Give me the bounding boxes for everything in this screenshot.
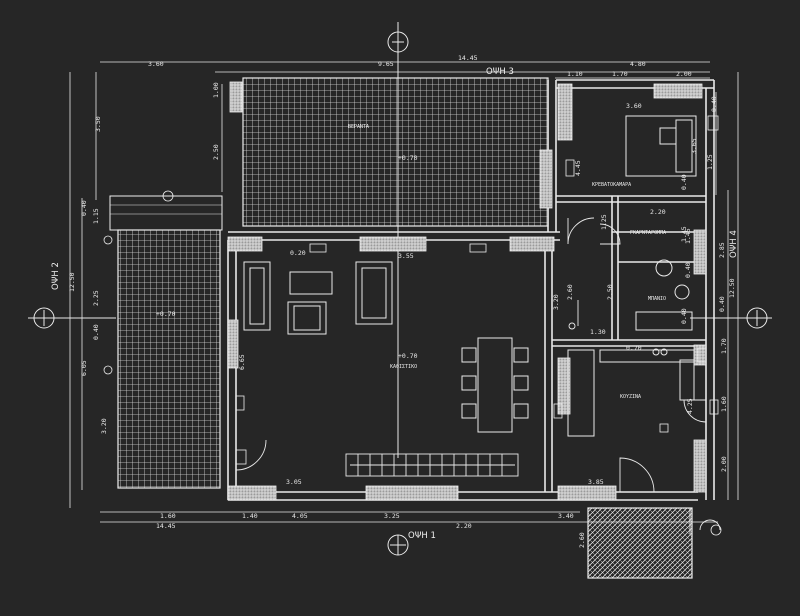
bathroom-fixtures	[635, 259, 693, 331]
dim-label: 1.15	[92, 208, 100, 224]
dim-label: 14.45	[458, 54, 478, 62]
dim-label: 2.25	[92, 290, 100, 306]
dim-label: 1.70	[612, 70, 628, 78]
level-mark-living: +0.70	[398, 352, 418, 360]
dim-label: 3.25	[384, 512, 400, 520]
dim-label: 0.40	[92, 324, 100, 340]
dim-label: 14.45	[156, 522, 176, 530]
dim-label: 2.00	[676, 70, 692, 78]
dim-label: 2.20	[650, 208, 666, 216]
dim-label: 4.45	[574, 160, 582, 176]
dim-label: 0.20	[290, 249, 306, 257]
dim-label: 12.50	[728, 278, 736, 298]
dim-label: 3.20	[100, 418, 108, 434]
bedroom-furniture	[625, 115, 697, 177]
dim-label: 3.40	[558, 512, 574, 520]
room-label-terrace: ΒΕΡΑΝΤΑ	[348, 124, 369, 130]
dim-label: 6.65	[238, 354, 246, 370]
dim-label: 4.05	[292, 512, 308, 520]
dim-label: 2.85	[718, 242, 726, 258]
vertical-dimensions: 3.50 1.00 2.50 0.40 1.15 12.50 2.25 0.40…	[68, 82, 736, 548]
dim-label: 0.40	[710, 96, 718, 112]
dim-label: 1.10	[567, 70, 583, 78]
kitchen-counter	[567, 348, 695, 437]
staircase	[345, 453, 519, 477]
dim-label: 1.25	[706, 154, 714, 170]
dim-label: 0.40	[718, 296, 726, 312]
dim-label: 1.60	[160, 512, 176, 520]
door-swings	[235, 217, 721, 534]
dim-label: 1.25	[600, 214, 608, 230]
dim-label: 3.50	[94, 116, 102, 132]
dim-label: 3.20	[552, 294, 560, 310]
dim-label: 0.40	[684, 262, 692, 278]
dim-label: 2.00	[720, 456, 728, 472]
horizontal-dimensions: 3.60 9.65 14.45 4.80 1.10 1.70 2.00 3.60…	[148, 54, 692, 530]
room-label-living: ΚΑΘΙΣΤΙΚΟ	[390, 364, 417, 370]
dim-label: 3.60	[626, 102, 642, 110]
living-room-furniture	[243, 261, 393, 335]
dim-label: 12.50	[68, 272, 76, 292]
elevation-label-right: ΟΨΗ 4	[729, 230, 739, 258]
dim-label: 0.40	[680, 174, 688, 190]
dim-label: 9.65	[378, 60, 394, 68]
dim-label: 0.70	[626, 344, 642, 352]
dim-label: 2.50	[212, 144, 220, 160]
axis-marker-left	[28, 307, 116, 329]
dim-label: 3.05	[286, 478, 302, 486]
elevation-label-top: ΟΨΗ 3	[486, 67, 514, 77]
exterior-walls	[227, 79, 715, 501]
room-label-bedroom: ΚΡΕΒΑΤΟΚΑΜΑΡΑ	[592, 182, 631, 188]
dim-label: 3.85	[588, 478, 604, 486]
top-terrace	[242, 77, 549, 227]
dining-table	[461, 337, 529, 433]
elevation-label-bottom: ΟΨΗ 1	[408, 531, 436, 541]
dim-label: 1.30	[590, 328, 606, 336]
level-mark-left-terrace: +0.70	[156, 310, 176, 318]
level-mark-terrace: +0.70	[398, 154, 418, 162]
entrance-porch	[587, 507, 693, 579]
wall-columns	[227, 81, 707, 501]
dim-label: 1.00	[212, 82, 220, 98]
axis-marker-bottom	[387, 534, 409, 556]
dim-label: 1.45	[684, 228, 692, 244]
room-label-bath: ΜΠΑΝΙΟ	[648, 296, 666, 302]
dim-label: 4.80	[630, 60, 646, 68]
dim-label: 1.40	[242, 512, 258, 520]
left-terrace	[109, 195, 223, 489]
dim-label: 2.60	[566, 284, 574, 300]
elevation-label-left: ΟΨΗ 2	[51, 262, 61, 290]
dim-label: 4.25	[686, 398, 694, 414]
room-label-wardrobe: ΓΚΑΡΝΤΑΡΟΜΠΑ	[630, 230, 666, 236]
dim-label: 2.50	[606, 284, 614, 300]
dim-label: 3.60	[148, 60, 164, 68]
room-label-kitchen: ΚΟΥΖΙΝΑ	[620, 394, 641, 400]
dimension-lines	[69, 61, 739, 523]
small-markers	[103, 115, 722, 536]
dim-label: 2.60	[578, 532, 586, 548]
dim-label: 1.70	[720, 338, 728, 354]
dim-label: 1.45	[680, 226, 688, 242]
dim-label: 0.40	[80, 200, 88, 216]
dim-label: 6.05	[80, 360, 88, 376]
axis-marker-right	[690, 307, 772, 329]
dim-label: 1.60	[720, 396, 728, 412]
dim-label: 0.40	[680, 308, 688, 324]
dim-label: 2.20	[456, 522, 472, 530]
dim-label: 3.55	[398, 252, 414, 260]
dim-label: 3.65	[690, 138, 698, 154]
